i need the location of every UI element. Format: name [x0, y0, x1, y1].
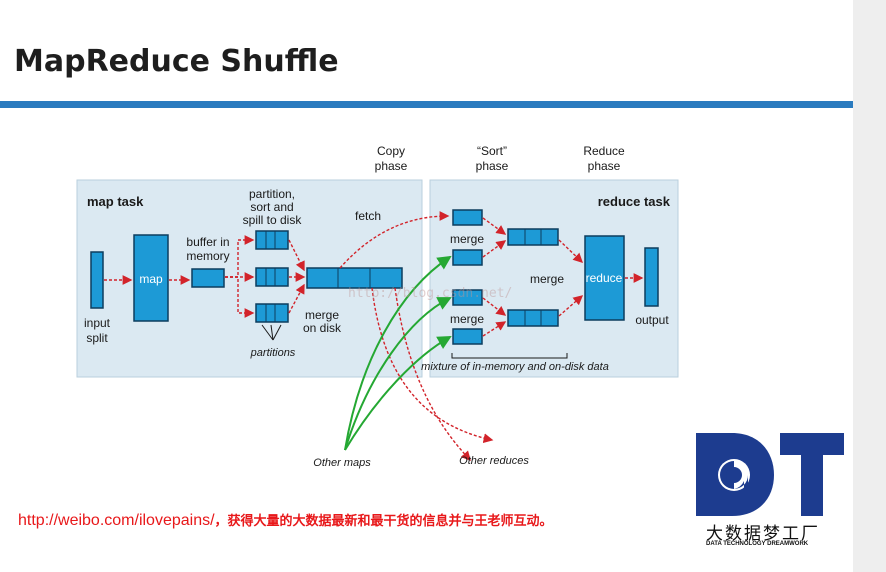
map-side-flow-arrows [104, 235, 306, 318]
other-reduces-label: Other reduces [459, 455, 529, 467]
footer-note: ，获得大量的大数据最新和最干货的信息并与王老师互动。 [214, 513, 553, 528]
other-maps-label: Other maps [313, 457, 371, 469]
dt-logo-mark [696, 433, 844, 516]
output-box [644, 247, 659, 307]
input-split-box [90, 251, 104, 309]
map-task-title: map task [87, 194, 144, 209]
reduce-label: reduce [586, 271, 623, 285]
copy-segment-4 [452, 328, 483, 345]
dt-logo: 大数据梦工厂 DATA TECHNOLOGY DREAMWORK [686, 423, 849, 556]
copy-segment-1 [452, 209, 483, 226]
mixture-label: mixture of in-memory and on-disk data [421, 361, 609, 373]
csdn-watermark: http://blog.csdn.net/ [348, 286, 513, 301]
merge-label-top: merge [450, 232, 484, 246]
title-rule [0, 101, 853, 108]
fetch-label: fetch [355, 209, 381, 223]
slide-title: MapReduce Shuffle [14, 44, 339, 79]
logo-caption-chinese: 大数据梦工厂 [706, 524, 820, 543]
partition-pointers [261, 324, 282, 341]
reduce-side-flow-arrows [482, 217, 644, 337]
merge-label-bottom: merge [450, 312, 484, 326]
map-box [133, 234, 169, 322]
mixture-bracket [451, 353, 568, 359]
weibo-link[interactable]: http://weibo.com/ilovepains/ [18, 512, 215, 529]
logo-letter-t [780, 433, 844, 516]
copy-segment-3 [452, 289, 483, 306]
map-label: map [139, 272, 163, 286]
partitions-label: partitions [250, 347, 296, 359]
fetch-and-other-reduces-arrows [339, 211, 494, 462]
sort-phase-label: “Sort”phase [476, 144, 509, 173]
spill-file-3 [255, 303, 289, 323]
reduce-task-title: reduce task [598, 194, 671, 209]
reduce-box [584, 235, 625, 321]
merge-label-right: merge [530, 272, 564, 286]
other-maps-arrows [344, 255, 452, 451]
merged-output-file [306, 267, 403, 289]
right-margin-strip [853, 0, 886, 572]
output-label: output [635, 313, 669, 327]
copy-segment-2 [452, 249, 483, 266]
logo-caption-english: DATA TECHNOLOGY DREAMWORK [706, 541, 809, 547]
spill-file-2 [255, 267, 289, 287]
merged-segment-bottom [507, 309, 559, 327]
spill-file-1 [255, 230, 289, 250]
buffer-box [191, 268, 225, 288]
merged-segment-top [507, 228, 559, 246]
footer-line: http://weibo.com/ilovepains/，获得大量的大数据最新和… [18, 510, 553, 530]
